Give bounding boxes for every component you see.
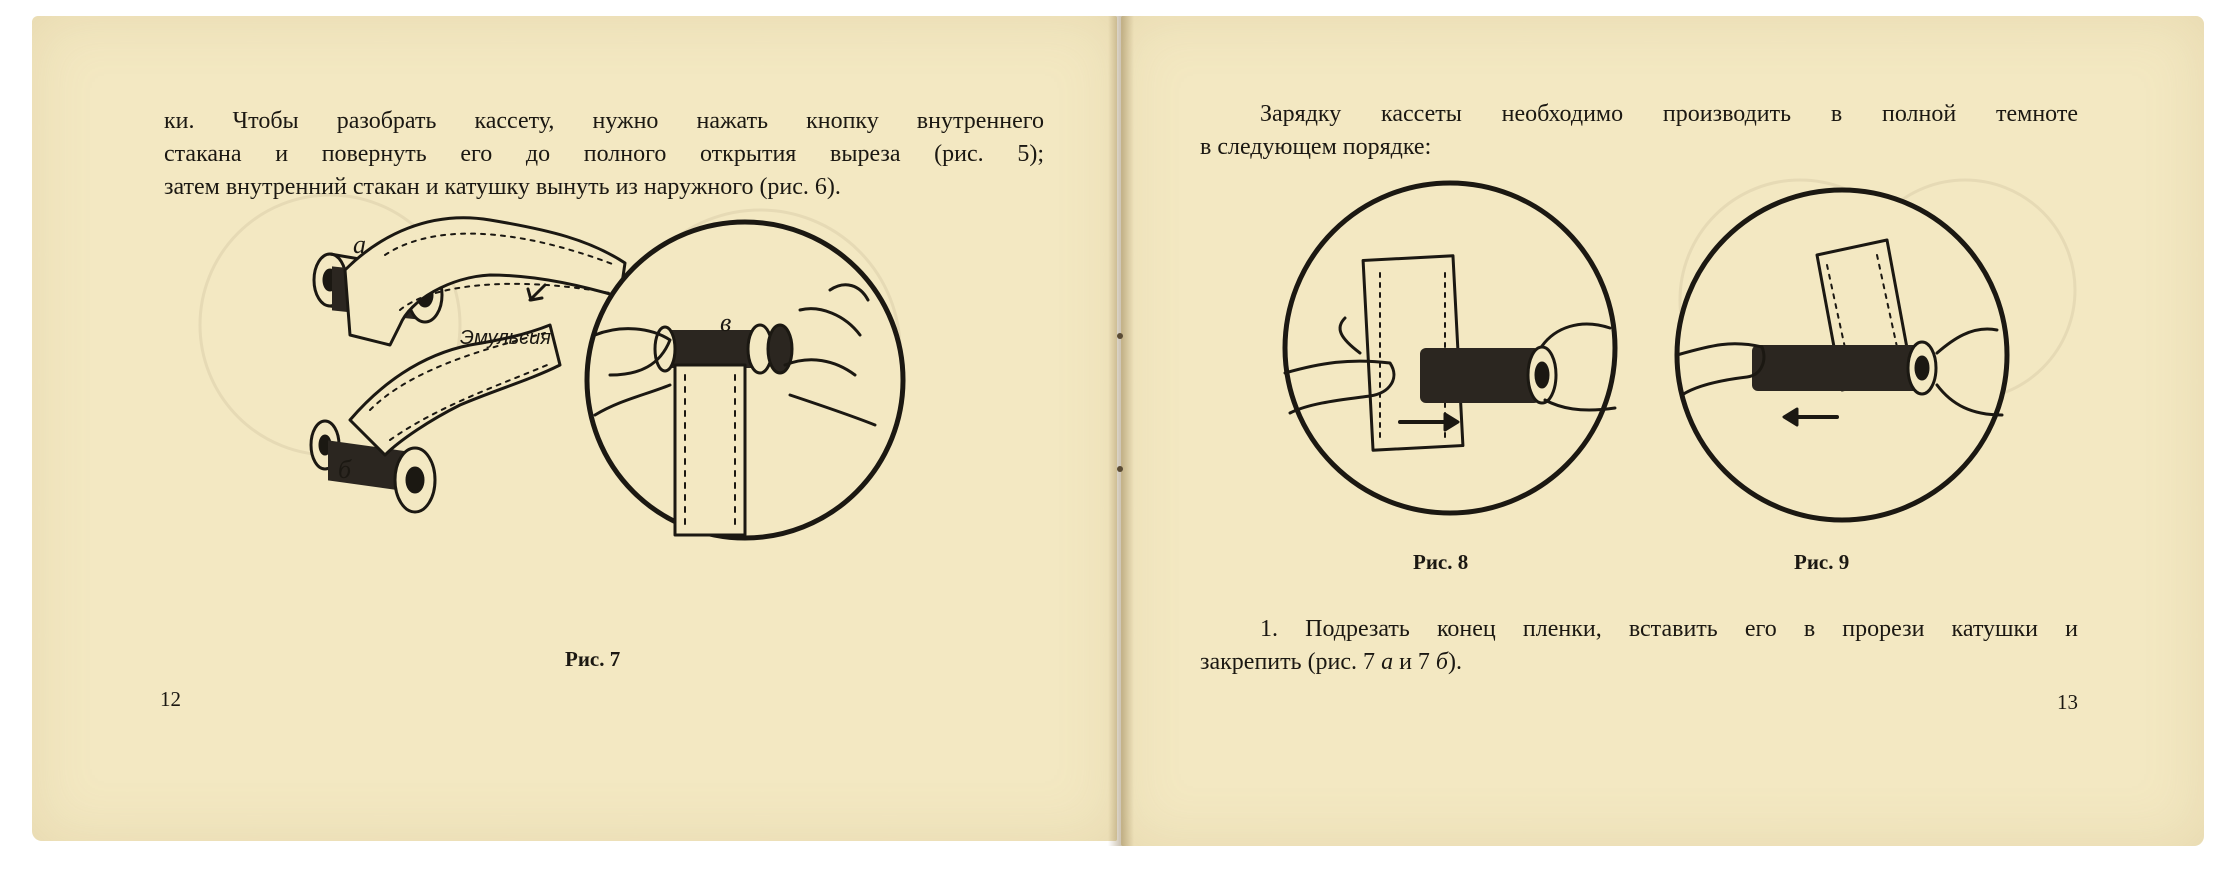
left-text-line-2: стакана и повернуть его до полного откры… [164, 141, 1044, 167]
figure-7-label-a: а [353, 230, 366, 259]
emulsion-label: Эмульсия [460, 327, 551, 349]
figure-8-illustration [1282, 180, 1618, 516]
right-page [1121, 16, 2204, 846]
step-1-ref-b: б [1435, 649, 1448, 675]
right-intro-line-1-text: Зарядку кассеты необходимо производить в… [1260, 101, 2078, 127]
book-gutter [1108, 16, 1134, 846]
staple-hole-top [1117, 333, 1123, 339]
right-intro-line-2: в следующем порядке: [1200, 134, 1432, 160]
left-text-line-1: ки. Чтобы разобрать кассету, нужно нажат… [164, 108, 1044, 134]
step-1-ref-a: а [1381, 649, 1394, 675]
figure-7-label-b: б [338, 455, 352, 484]
page-number-left: 12 [160, 687, 181, 711]
staple-hole-bottom [1117, 466, 1123, 472]
left-page [32, 16, 1117, 841]
figure-7-label-v: в [720, 308, 732, 337]
figure-7-caption: Рис. 7 [565, 647, 621, 671]
step-1-text-post: ). [1447, 649, 1462, 675]
figure-8-caption: Рис. 8 [1413, 550, 1469, 574]
figure-9-caption: Рис. 9 [1794, 550, 1850, 574]
left-text-line-3: затем внутренний стакан и катушку вынуть… [164, 174, 841, 200]
step-1-text-pre: закрепить (рис. 7 [1200, 649, 1382, 675]
step-1-text-mid: и 7 [1393, 649, 1436, 675]
step-1-line-1: 1. Подрезать конец пленки, вставить его … [1260, 616, 2078, 642]
figure-9-illustration [1674, 187, 2010, 523]
figure-7-illustration [309, 216, 906, 541]
step-1-line-2: закрепить (рис. 7 а и 7 б). [1200, 646, 2078, 679]
page-number-right: 13 [2057, 690, 2078, 714]
